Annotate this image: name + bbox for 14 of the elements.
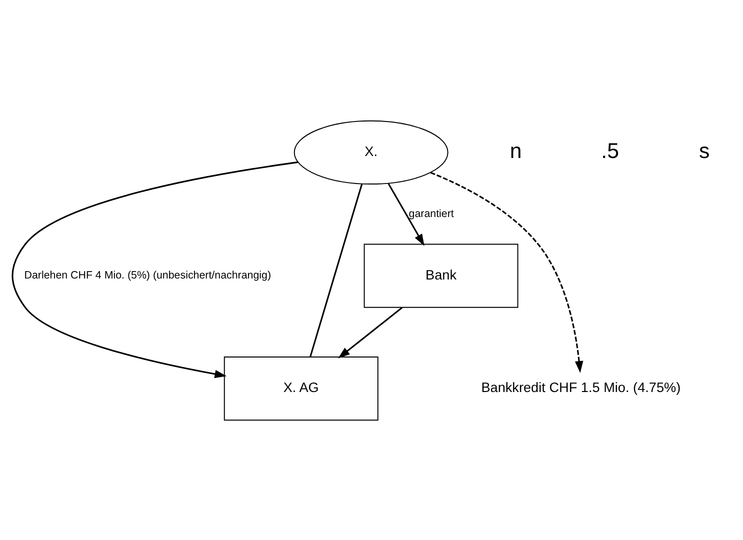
edge-label: Darlehen CHF 4 Mio. (5%) (unbesichert/nachrangig) [24,269,272,282]
edge-label: garantiert [408,207,454,220]
node-ellipse: X. [294,120,448,184]
node-text: Bankkredit CHF 1.5 Mio. (4.75%) [481,380,681,395]
label: .5 [601,138,619,162]
arrow [12,160,298,378]
connector [310,183,363,357]
arrow [338,306,403,358]
label: n [510,138,522,162]
arrow [388,182,424,246]
node-box: Bank [364,243,518,308]
label: s [698,138,710,162]
node-box: X. AG [224,356,378,420]
arrow [430,171,584,372]
